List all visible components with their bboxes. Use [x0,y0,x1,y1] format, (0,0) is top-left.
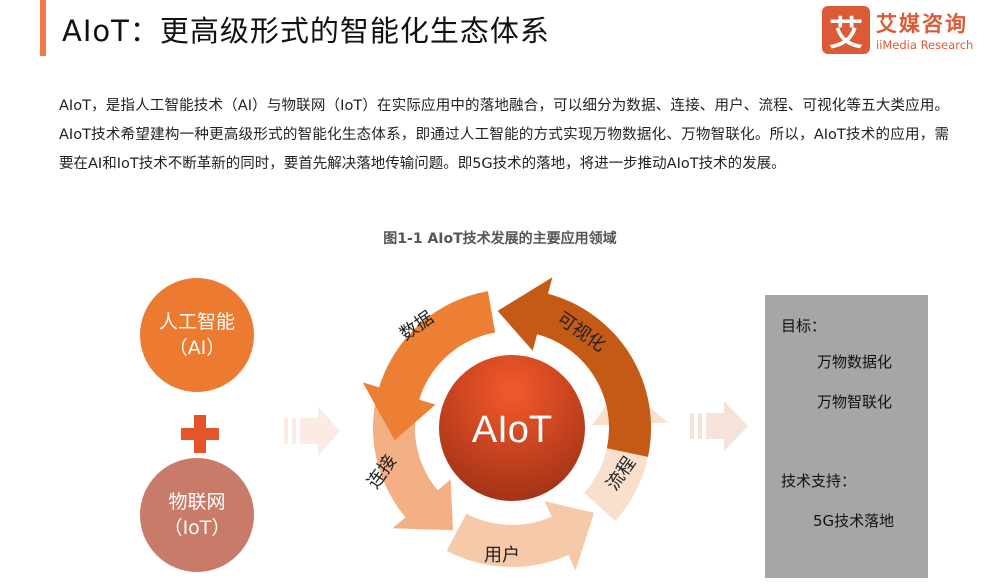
support-title: 技术支持： [781,472,857,490]
goal-item: 万物智联化 [817,393,893,411]
support-item: 5G技术落地 [813,512,895,530]
logo-cn: 艾媒咨询 [876,12,968,36]
figure-caption: 图1-1 AIoT技术发展的主要应用领域 [383,231,617,247]
logo: 艾 艾媒咨询 iiMedia Research [822,6,973,54]
aiot-center-label: AIoT [472,409,552,451]
iot-sublabel: （IoT） [163,517,231,539]
goals-panel: 目标： 万物数据化 万物智联化 技术支持： 5G技术落地 [765,295,928,578]
fade-arrow-left [284,406,340,456]
plus-icon [181,415,219,453]
logo-en: iiMedia Research [876,38,974,52]
ai-sublabel: （AI） [168,337,226,359]
title-accent-bar [40,0,46,56]
iot-circle: 物联网 （IoT） [140,458,254,572]
goal-item: 万物数据化 [817,353,893,371]
intro-paragraph: AIoT，是指人工智能技术（AI）与物联网（IoT）在实际应用中的落地融合，可以… [59,98,949,172]
cycle-arrow-4 [446,501,594,571]
page-title: AIoT：更高级形式的智能化生态体系 [62,14,550,48]
aiot-center-circle [439,355,585,501]
ai-label: 人工智能 [158,311,235,333]
cycle-arrow-2 [362,291,496,441]
goals-title: 目标： [781,317,827,335]
logo-mark: 艾 [822,6,870,54]
fade-arrow-right [690,401,748,451]
cycle-arrow-1 [497,277,652,457]
cycle-label-user: 用户 [484,545,520,566]
iot-label: 物联网 [168,491,226,513]
ai-circle: 人工智能 （AI） [140,278,254,392]
